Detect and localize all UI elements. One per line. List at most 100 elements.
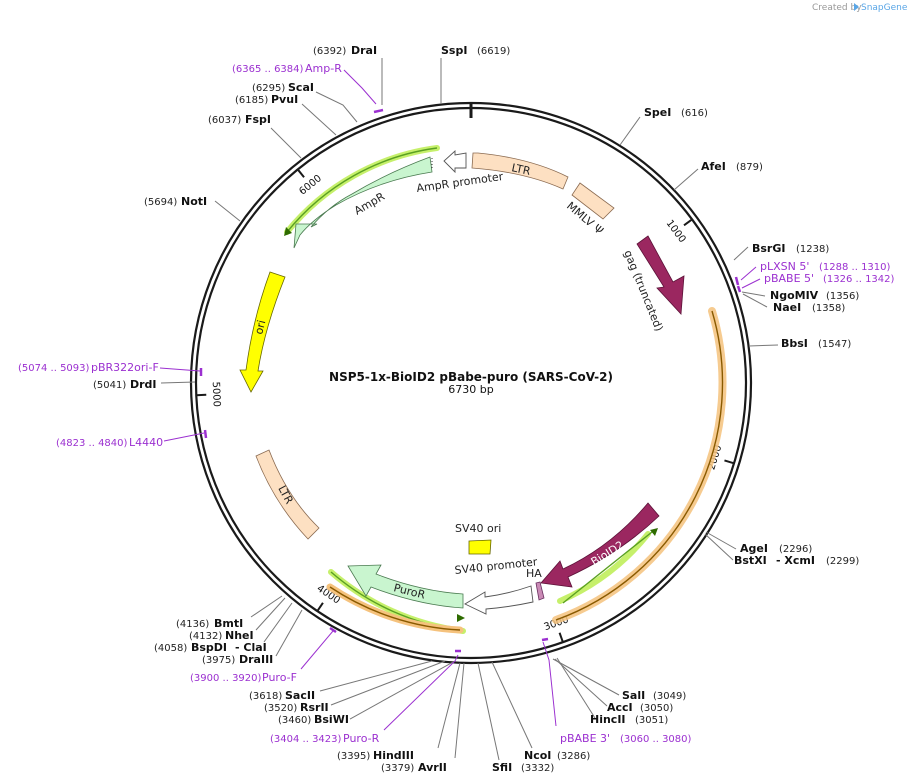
site-pos-fspi: (6037)	[208, 115, 241, 126]
ampr-green-arrow-icon	[284, 227, 292, 236]
site-pos-spei: (616)	[681, 108, 708, 119]
site-name-acci[interactable]: AccI	[607, 701, 633, 714]
primer-name-plxsn5[interactable]: pLXSN 5'	[760, 260, 809, 273]
site-pos-draiii: (3975)	[202, 655, 235, 666]
site-name-sacii[interactable]: SacII	[285, 689, 315, 702]
site-pos-avrii: (3379)	[381, 763, 414, 774]
site-pos-bstxi: (2299)	[826, 556, 859, 567]
leader-primer-l4440	[163, 432, 205, 442]
site-pos-ngomiv: (1356)	[826, 291, 859, 302]
site-suffix-bspdi[interactable]: - ClaI	[235, 641, 267, 654]
leader-sacii	[319, 660, 433, 692]
leader-bspdi	[263, 602, 293, 643]
leader-avrii	[454, 662, 465, 759]
backbone-outer-strand	[189, 101, 753, 665]
site-name-sspi[interactable]: SspI	[441, 44, 467, 57]
primer-name-pbabe5[interactable]: pBABE 5'	[764, 272, 814, 285]
site-pos-sacii: (3618)	[249, 691, 282, 702]
leader-naei	[742, 293, 768, 308]
feature-ltr-top[interactable]	[471, 152, 569, 190]
ruler-tick	[683, 218, 693, 227]
puror-green-arrow-icon	[457, 614, 465, 622]
site-name-bspdi[interactable]: BspDI	[191, 641, 227, 654]
site-name-scai[interactable]: ScaI	[288, 81, 314, 94]
feature-ha[interactable]	[535, 581, 545, 601]
site-name-avrii[interactable]: AvrII	[418, 761, 447, 774]
primer-name-puro-f[interactable]: Puro-F	[262, 671, 297, 684]
leader-ncoi	[491, 661, 533, 749]
feature-puror[interactable]	[347, 564, 464, 609]
site-name-bsrgi[interactable]: BsrGI	[752, 242, 785, 255]
feature-label-ha: HA	[526, 567, 542, 580]
site-pos-sfii: (3332)	[521, 763, 554, 774]
leader-primer-pbabe3	[542, 641, 557, 727]
site-name-nhei[interactable]: NheI	[225, 629, 254, 642]
feature-ampr[interactable]	[293, 156, 433, 249]
site-name-spei[interactable]: SpeI	[644, 106, 671, 119]
site-name-hincii[interactable]: HincII	[590, 713, 626, 726]
site-pos-bspdi: (4058)	[154, 643, 187, 654]
primer-name-pbr322ori-f[interactable]: pBR322ori-F	[91, 361, 159, 374]
backbone	[189, 101, 753, 665]
leader-spei	[619, 116, 641, 146]
site-name-afei[interactable]: AfeI	[701, 160, 726, 173]
site-name-noti[interactable]: NotI	[181, 195, 207, 208]
leader-noti	[214, 200, 241, 222]
ampr-green-line	[286, 147, 438, 233]
primer-name-amp-r[interactable]: Amp-R	[305, 62, 342, 75]
feature-mmlv-psi[interactable]	[571, 182, 615, 220]
bioid2-highlight	[557, 531, 651, 604]
site-name-bbsi[interactable]: BbsI	[781, 337, 808, 350]
site-pos-bsrgi: (1238)	[796, 244, 829, 255]
site-name-draiii[interactable]: DraIII	[239, 653, 273, 666]
feature-gag-truncated[interactable]	[636, 235, 685, 315]
mark-primer-l4440	[203, 429, 208, 439]
mark-primer-pbabe3	[541, 637, 549, 642]
leader-fspi	[270, 127, 302, 159]
site-name-hindiii[interactable]: HindIII	[373, 749, 414, 762]
leader-pvui	[301, 103, 337, 136]
site-name-ngomiv[interactable]: NgoMIV	[770, 289, 819, 302]
site-suffix-bstxi[interactable]: - XcmI	[776, 554, 815, 567]
leader-sali	[552, 658, 620, 696]
leader-bbsi	[748, 344, 779, 347]
site-name-sali[interactable]: SalI	[622, 689, 645, 702]
site-name-ncoi[interactable]: NcoI	[524, 749, 551, 762]
feature-ampr-promoter[interactable]	[443, 149, 467, 174]
site-name-bsiwi[interactable]: BsiWI	[314, 713, 349, 726]
leader-scai	[315, 91, 358, 123]
primer-labels: (6365 .. 6384) Amp-R pLXSN 5' (1288 .. 1…	[18, 62, 895, 745]
primer-pos-pbabe3: (3060 .. 3080)	[620, 734, 692, 745]
site-name-pvui[interactable]: PvuI	[271, 93, 298, 106]
feature-ori[interactable]	[239, 271, 286, 393]
feature-ltr-bottom[interactable]	[255, 449, 320, 540]
primer-name-puro-r[interactable]: Puro-R	[343, 732, 380, 745]
site-pos-drai: (6392)	[313, 46, 346, 57]
primer-name-pbabe3[interactable]: pBABE 3'	[560, 732, 610, 745]
site-name-agei[interactable]: AgeI	[740, 542, 768, 555]
site-name-fspi[interactable]: FspI	[245, 113, 271, 126]
primer-pos-pbabe5: (1326 .. 1342)	[823, 274, 895, 285]
feature-sv40-promoter[interactable]	[464, 585, 534, 615]
site-name-bstxi[interactable]: BstXI	[734, 554, 767, 567]
site-pos-afei: (879)	[736, 162, 763, 173]
ruler-tick	[724, 459, 735, 465]
plasmid-name: NSP5-1x-BioID2 pBabe-puro (SARS-CoV-2)	[329, 370, 613, 384]
site-name-sfii[interactable]: SfiI	[492, 761, 512, 774]
site-name-drdi[interactable]: DrdI	[130, 378, 157, 391]
primer-pos-pbr322ori-f: (5074 .. 5093)	[18, 363, 90, 374]
site-name-drai[interactable]: DraI	[351, 44, 377, 57]
ruler-tick-label: 5000	[210, 381, 222, 407]
feature-sv40-ori[interactable]	[468, 539, 492, 555]
site-name-bmti[interactable]: BmtI	[214, 617, 243, 630]
site-name-rsrii[interactable]: RsrII	[300, 701, 329, 714]
feature-bioid2[interactable]	[540, 502, 660, 588]
orf-highlight-large	[552, 307, 727, 624]
primer-pos-amp-r: (6365 .. 6384)	[232, 64, 304, 75]
site-pos-bsiwi: (3460)	[278, 715, 311, 726]
leader-primer-amp-r	[343, 69, 377, 105]
leader-bsrgi	[733, 246, 749, 261]
primer-pos-plxsn5: (1288 .. 1310)	[819, 262, 891, 273]
primer-name-l4440[interactable]: L4440	[129, 436, 163, 449]
site-name-naei[interactable]: NaeI	[773, 301, 801, 314]
